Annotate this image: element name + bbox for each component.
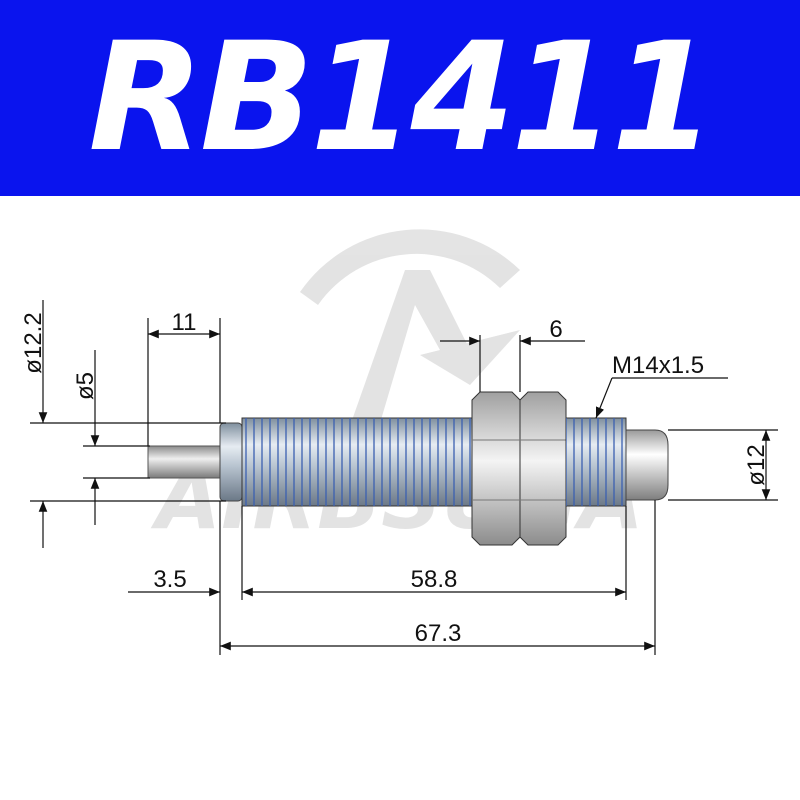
title-banner: RB1411 xyxy=(0,0,800,196)
end-cap xyxy=(625,429,669,501)
dim-head-diameter: ø12.2 xyxy=(20,312,47,373)
lock-nut-2 xyxy=(519,391,567,546)
dim-total-length: 67.3 xyxy=(415,620,462,647)
dim-thread: M14x1.5 xyxy=(612,352,704,379)
stopper-collar xyxy=(219,422,243,502)
dim-cap-diameter: ø12 xyxy=(743,444,770,485)
dim-body-length: 58.8 xyxy=(411,566,458,593)
piston-rod xyxy=(147,445,221,479)
technical-drawing: AIRBSUGA xyxy=(20,229,778,655)
dim-rod-diameter: ø5 xyxy=(72,372,99,400)
dimension-lines xyxy=(30,300,778,655)
lock-nut-1 xyxy=(471,391,521,546)
dim-stroke: 3.5 xyxy=(153,566,186,593)
shock-absorber xyxy=(147,391,669,546)
dim-rod-length: 11 xyxy=(172,309,197,336)
product-title: RB1411 xyxy=(88,11,715,185)
dim-nut-width: 6 xyxy=(549,316,562,343)
